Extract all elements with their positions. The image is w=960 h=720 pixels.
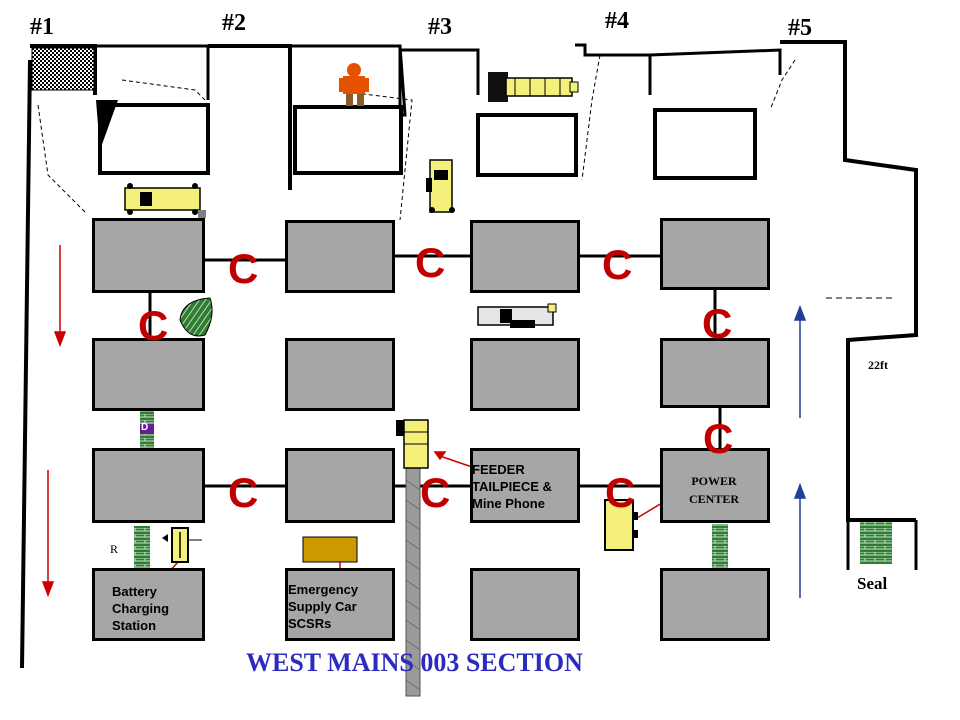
pillar-r4-c2 — [285, 568, 395, 641]
face-1-2-wall — [95, 44, 210, 100]
pillar-r2-c4 — [660, 338, 770, 408]
emergency-supply-label: Emergency Supply Car SCSRs — [288, 582, 359, 631]
emergency-supply-car-icon — [302, 536, 358, 563]
pillar-r3-c4 — [660, 448, 770, 523]
intake-arrows — [41, 245, 67, 598]
pillar-r2-c2 — [285, 338, 395, 411]
pillar-r3-c1 — [92, 448, 205, 523]
pillar-r2-c3 — [470, 338, 580, 411]
battery-charger-icon — [162, 527, 202, 563]
entry-label-2: #2 — [222, 10, 246, 36]
entry-label-1: #1 — [30, 14, 54, 40]
face-block-1 — [98, 103, 210, 175]
pillar-r3-c2 — [285, 448, 395, 523]
crosscut-marker: C — [703, 415, 734, 462]
right-outer-rib — [780, 40, 918, 522]
stopping-3 — [712, 524, 728, 568]
pillar-r4-c1 — [92, 568, 205, 641]
face-block-4 — [653, 108, 757, 180]
crosscut-marker: C — [420, 469, 451, 516]
scoop-icon — [477, 303, 557, 328]
feeder-icon — [396, 419, 429, 469]
pillar-r1-c1 — [92, 218, 205, 293]
pillar-r2-c1 — [92, 338, 205, 411]
roof-bolter-icon — [426, 159, 455, 213]
left-outer-rib — [20, 59, 32, 669]
shuttle-car-icon — [124, 183, 206, 218]
entry-label-3: #3 — [428, 14, 452, 40]
face-2-wall — [208, 44, 292, 190]
crosscut-marker: C — [138, 302, 169, 349]
stopping-2 — [134, 526, 150, 568]
crosscut-marker: C — [702, 300, 733, 347]
seal-stopping — [860, 522, 892, 564]
brattice-triangle — [96, 100, 118, 150]
face-block-3 — [476, 113, 578, 177]
face-block-2 — [293, 105, 403, 175]
section-title: WEST MAINS 003 SECTION — [246, 648, 583, 677]
pillar-r3-c3 — [470, 448, 580, 523]
pillar-r1-c4 — [660, 218, 770, 290]
seal-label: Seal — [857, 574, 888, 593]
checkered-curtain — [31, 47, 95, 91]
pillar-r4-c4 — [660, 568, 770, 641]
pillar-r4-c3 — [470, 568, 580, 641]
crosscut-marker: C — [228, 469, 259, 516]
d-marker-label: D — [141, 422, 149, 433]
d-marker-box — [140, 424, 154, 434]
crosscut-marker: C — [605, 469, 636, 516]
feeder-label: FEEDER TAILPIECE & Mine Phone — [472, 462, 552, 511]
face-3-4-wall — [400, 48, 480, 95]
distance-label: 22ft — [868, 358, 888, 372]
r-marker: R — [110, 542, 119, 556]
crosscut-marker: C — [602, 241, 633, 288]
check-curtain — [179, 297, 213, 337]
battery-station-label: Battery Charging Station — [112, 584, 170, 633]
pillar-r1-c2 — [285, 220, 395, 293]
entry-label-4: #4 — [605, 8, 629, 34]
face-4-wall — [575, 43, 652, 95]
crosscut-marker: C — [228, 245, 259, 292]
power-center-unit-icon — [604, 499, 638, 551]
continuous-miner-icon — [488, 72, 579, 102]
miner-person-icon — [339, 63, 369, 106]
pillar-r1-c3 — [470, 220, 580, 293]
crosscut-marker: C — [415, 239, 446, 286]
power-center-label: POWER CENTER — [688, 474, 739, 506]
return-arrows — [793, 304, 807, 598]
entry-label-5: #5 — [788, 15, 812, 41]
face-4-5-wall — [649, 48, 782, 75]
